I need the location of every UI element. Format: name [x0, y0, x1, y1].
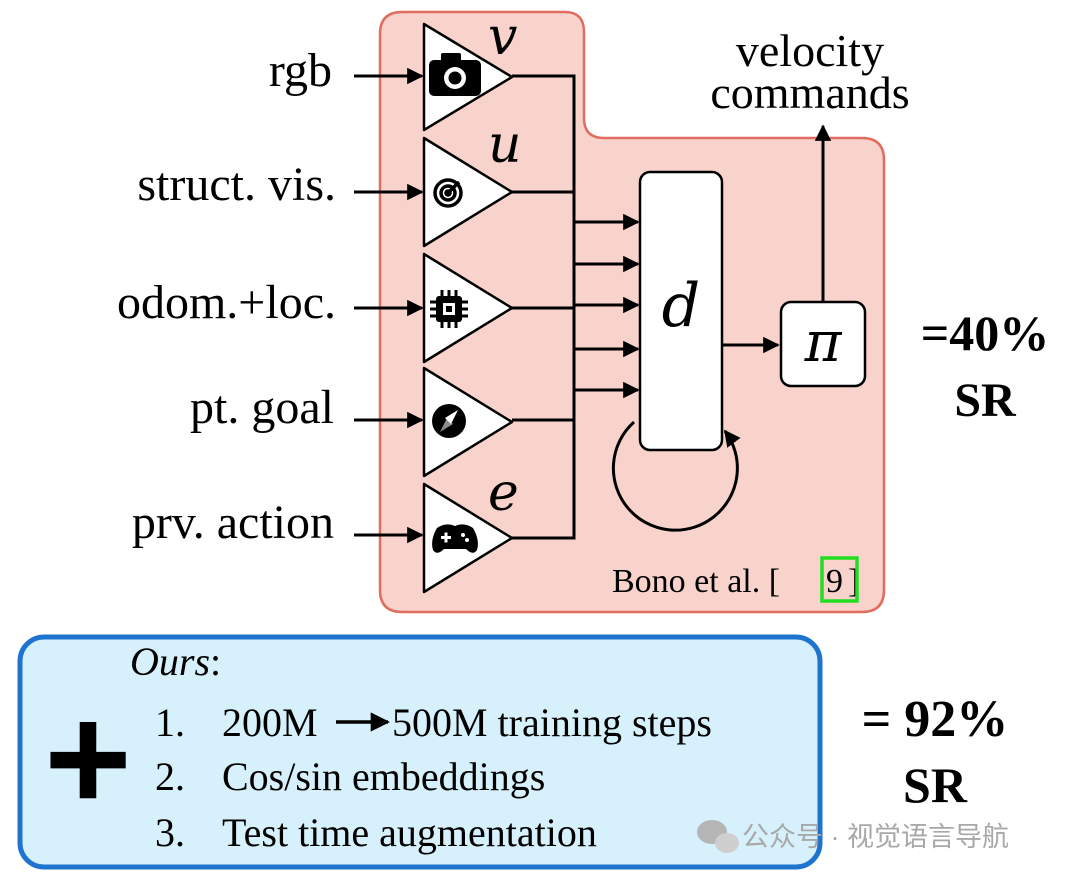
input-label-prv-action: prv. action: [132, 496, 334, 549]
ours-item-1-text-after: 500M training steps: [392, 700, 712, 745]
wechat-icon: [697, 820, 739, 853]
citation-text: Bono et al. [: [612, 563, 780, 600]
ours-item-1-text-before: 200M: [222, 700, 318, 745]
plus-symbol: +: [44, 674, 132, 842]
baseline-result-unit: SR: [954, 374, 1017, 427]
input-label-rgb: rgb: [269, 44, 332, 97]
baseline-result-value: =40%: [921, 305, 1050, 361]
input-label-odom-loc: odom.+loc.: [117, 276, 336, 329]
encoder-pt-goal: [422, 366, 514, 478]
ours-item-2-number: 2.: [155, 754, 185, 799]
ours-panel: [17, 634, 823, 870]
encoder-symbol-e: e: [488, 463, 519, 523]
ours-item-3-number: 3.: [155, 810, 185, 855]
ours-title: Ours:: [130, 639, 221, 684]
watermark-text: 公众号 · 视觉语言导航: [742, 822, 1009, 852]
output-label-line1: velocity: [736, 25, 884, 76]
encoder-struct-vis: [422, 136, 514, 248]
input-label-pt-goal: pt. goal: [190, 381, 334, 434]
camera-icon: [429, 53, 481, 96]
compass-icon: [432, 404, 466, 438]
gamepad-icon: [432, 524, 478, 553]
citation-ref: 9: [826, 563, 843, 600]
encoder-symbol-v: v: [488, 7, 517, 67]
core-d-symbol: d: [662, 271, 700, 341]
citation-ref-box[interactable]: [820, 556, 859, 603]
chip-icon: [430, 290, 468, 328]
watermark: 公众号 · 视觉语言导航: [697, 820, 1009, 853]
core-recurrent-loop: [611, 420, 741, 532]
ours-item-3-text: Test time augmentation: [222, 810, 597, 855]
citation-close: ]: [848, 563, 859, 600]
radar-icon: [433, 178, 463, 208]
encoder-symbol-u: u: [488, 115, 522, 175]
ours-result-unit: SR: [903, 757, 968, 813]
ours-item-1-number: 1.: [155, 700, 185, 745]
ours-result-value: = 92%: [862, 691, 1009, 748]
ours-item-2-text: Cos/sin embeddings: [222, 754, 545, 799]
input-label-struct-vis: struct. vis.: [137, 158, 336, 211]
policy-symbol: π: [804, 310, 843, 375]
output-label-line2: commands: [710, 67, 909, 118]
core-d-box: [638, 170, 724, 452]
